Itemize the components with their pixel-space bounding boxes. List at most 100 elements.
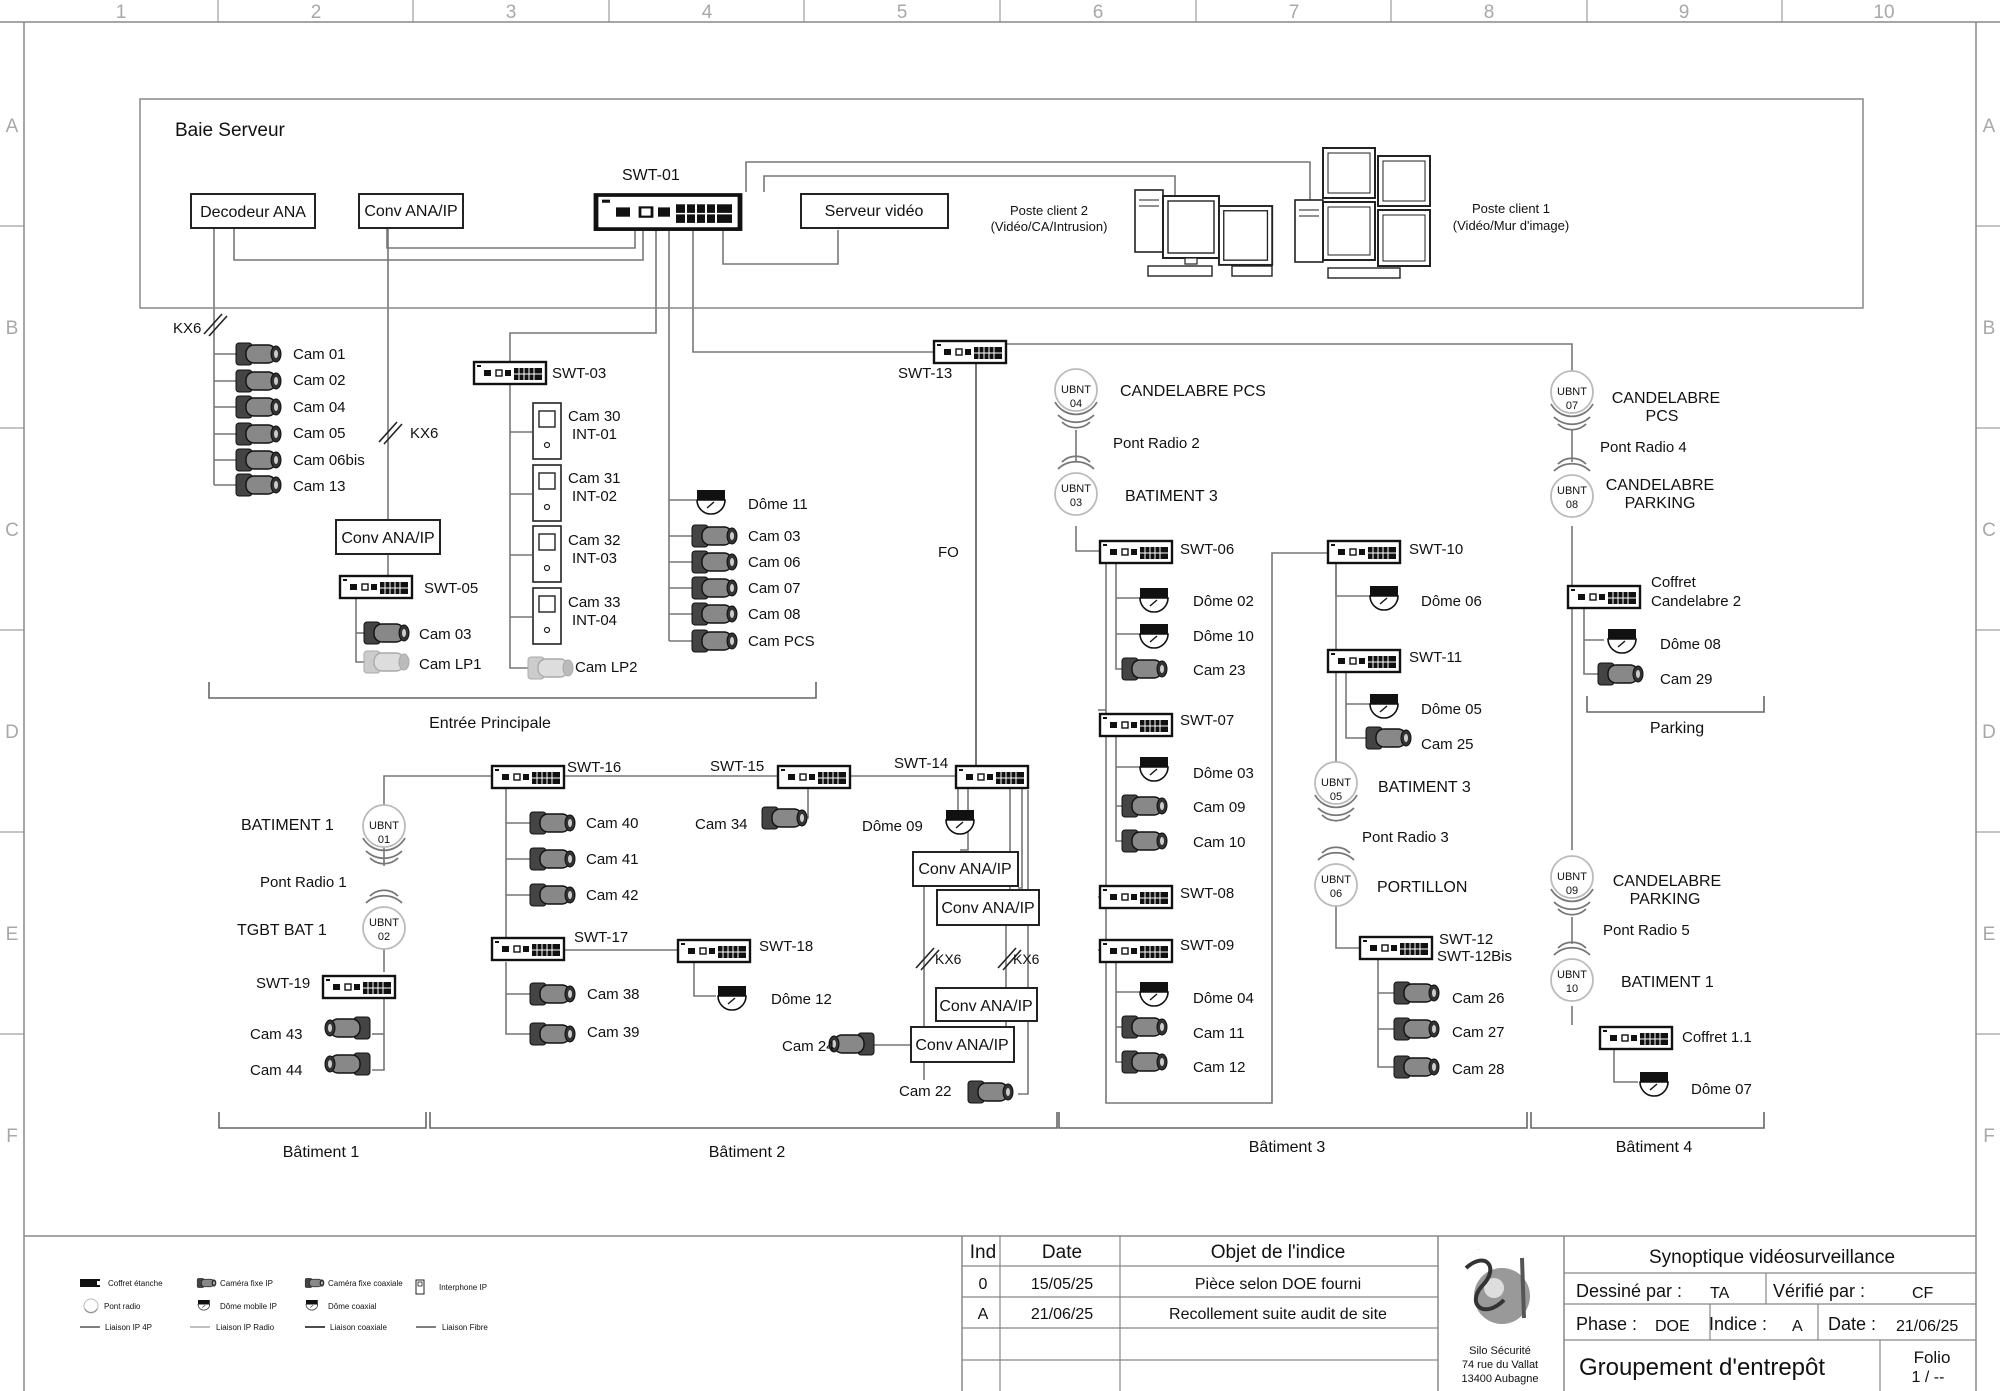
legend-coax: Liaison coaxiale bbox=[330, 1323, 387, 1332]
int-cam-label: Cam 32 bbox=[568, 532, 621, 549]
swt10-label: SWT-10 bbox=[1409, 541, 1463, 558]
pont-radio-label: Pont Radio 3 bbox=[1362, 829, 1449, 846]
building-bracket bbox=[1530, 1112, 1765, 1129]
row-label: C bbox=[5, 520, 19, 541]
dome-icon bbox=[696, 489, 726, 515]
client-2-workstation[interactable] bbox=[1134, 189, 1274, 277]
switch-icon[interactable] bbox=[490, 936, 566, 962]
entree-bracket bbox=[208, 682, 817, 699]
cam-label: Cam 06bis bbox=[293, 452, 365, 469]
cam-label: Cam 29 bbox=[1660, 671, 1713, 688]
switch-icon[interactable] bbox=[676, 938, 752, 964]
row-label: A bbox=[1983, 116, 1996, 137]
switch-icon[interactable] bbox=[338, 574, 414, 600]
camera-icon bbox=[1393, 981, 1440, 1005]
decoder-label: Decodeur ANA bbox=[200, 204, 306, 221]
coffret-line2: Candelabre 2 bbox=[1651, 593, 1741, 610]
cam-label: Cam PCS bbox=[748, 633, 815, 650]
coffret11-label: Coffret 1.1 bbox=[1682, 1029, 1752, 1046]
row-label: B bbox=[6, 318, 19, 339]
conv-box-bay[interactable] bbox=[358, 193, 464, 229]
interphone-icon bbox=[532, 402, 562, 460]
switch-icon[interactable] bbox=[596, 195, 740, 229]
candelabre-label: CANDELABRE bbox=[1613, 873, 1721, 890]
legend-dome-ip: Dôme mobile IP bbox=[220, 1302, 277, 1311]
row-label: D bbox=[1982, 722, 1996, 743]
switch-icon[interactable] bbox=[490, 764, 566, 790]
cam-label: Dôme 02 bbox=[1193, 593, 1254, 610]
phase-label: Phase : bbox=[1576, 1314, 1637, 1334]
switch-icon[interactable] bbox=[1098, 539, 1174, 565]
swt15-label: SWT-15 bbox=[710, 758, 764, 775]
switch-icon[interactable] bbox=[1358, 935, 1434, 961]
ubnt-label: UBNT bbox=[1321, 874, 1351, 886]
switch-icon[interactable] bbox=[776, 764, 852, 790]
conv-box-bat2[interactable] bbox=[912, 851, 1019, 887]
conv-box-entree[interactable] bbox=[335, 519, 441, 555]
cam-label: Dôme 12 bbox=[771, 991, 832, 1008]
cam-label: Dôme 06 bbox=[1421, 593, 1482, 610]
cam-label: Cam 06 bbox=[748, 554, 801, 571]
swt11-label: SWT-11 bbox=[1409, 649, 1462, 666]
indice-label: Indice : bbox=[1709, 1314, 1767, 1334]
cam-label: Dôme 11 bbox=[748, 496, 808, 513]
switch-icon[interactable] bbox=[1598, 1025, 1674, 1051]
kx6-label: KX6 bbox=[410, 425, 438, 442]
conv-box-bat2[interactable] bbox=[936, 889, 1040, 926]
switch-icon[interactable] bbox=[472, 360, 548, 386]
ubnt-id: 02 bbox=[378, 931, 390, 943]
client-1-workstation[interactable] bbox=[1294, 147, 1431, 279]
switch-icon[interactable] bbox=[954, 764, 1030, 790]
cam-label: Cam 23 bbox=[1193, 662, 1246, 679]
video-server-box[interactable] bbox=[800, 193, 949, 229]
switch-icon[interactable] bbox=[932, 339, 1008, 365]
rev-header: Objet de l'indice bbox=[1211, 1242, 1346, 1263]
col-label: 6 bbox=[1093, 2, 1104, 23]
switch-icon[interactable] bbox=[1566, 584, 1642, 610]
batiment1-label: BATIMENT 1 bbox=[241, 817, 334, 834]
switch-icon[interactable] bbox=[1326, 539, 1402, 565]
camera-icon bbox=[691, 602, 738, 626]
conv-box-bat2[interactable] bbox=[935, 987, 1038, 1022]
server-bay-title: Baie Serveur bbox=[175, 120, 286, 141]
ubnt-label: UBNT bbox=[1557, 485, 1587, 497]
switch-icon[interactable] bbox=[1326, 648, 1402, 674]
swt19-label: SWT-19 bbox=[256, 975, 310, 992]
conv-box-bat2[interactable] bbox=[910, 1026, 1015, 1063]
switch-icon[interactable] bbox=[1098, 938, 1174, 964]
building-label: Bâtiment 2 bbox=[709, 1144, 786, 1161]
dome-icon bbox=[1607, 628, 1637, 654]
rev-cell: Recollement suite audit de site bbox=[1169, 1306, 1387, 1323]
cam-label: Cam 28 bbox=[1452, 1061, 1505, 1078]
kx6-label: KX6 bbox=[1013, 951, 1040, 967]
client2-line1: Poste client 2 bbox=[1010, 203, 1088, 218]
switch-icon[interactable] bbox=[321, 974, 397, 1000]
camera-icon bbox=[324, 1016, 371, 1040]
camera-icons-left bbox=[235, 342, 282, 497]
grid-column-labels: 1 2 3 4 5 6 7 8 9 10 bbox=[116, 2, 1895, 23]
candelabre-pcs-label: CANDELABRE PCS bbox=[1120, 383, 1266, 400]
row-label: F bbox=[1983, 1126, 1995, 1147]
dome-icon bbox=[1369, 585, 1399, 611]
camera-icon bbox=[1121, 1015, 1168, 1039]
switch-icon[interactable] bbox=[1098, 884, 1174, 910]
cam-label: Cam 05 bbox=[293, 425, 346, 442]
decoder-box[interactable] bbox=[190, 193, 316, 229]
cam-label: Dôme 07 bbox=[1691, 1081, 1752, 1098]
cam-label: Cam 22 bbox=[899, 1083, 952, 1100]
title-block bbox=[1563, 1236, 1976, 1391]
cam-label: Cam 09 bbox=[1193, 799, 1246, 816]
switch-icon[interactable] bbox=[1098, 712, 1174, 738]
parking-radio-label: PARKING bbox=[1630, 891, 1701, 908]
ubnt-label: UBNT bbox=[1061, 483, 1091, 495]
ubnt-id: 10 bbox=[1566, 983, 1578, 995]
swt14-label: SWT-14 bbox=[894, 755, 948, 772]
fo-label: FO bbox=[938, 544, 959, 561]
cam-label: Cam 12 bbox=[1193, 1059, 1246, 1076]
building-label: Bâtiment 3 bbox=[1249, 1139, 1326, 1156]
interphone-icon bbox=[532, 525, 562, 583]
cam-label: Cam LP1 bbox=[419, 656, 482, 673]
col-label: 1 bbox=[116, 2, 127, 23]
pont-radio-label: Pont Radio 4 bbox=[1600, 439, 1687, 456]
